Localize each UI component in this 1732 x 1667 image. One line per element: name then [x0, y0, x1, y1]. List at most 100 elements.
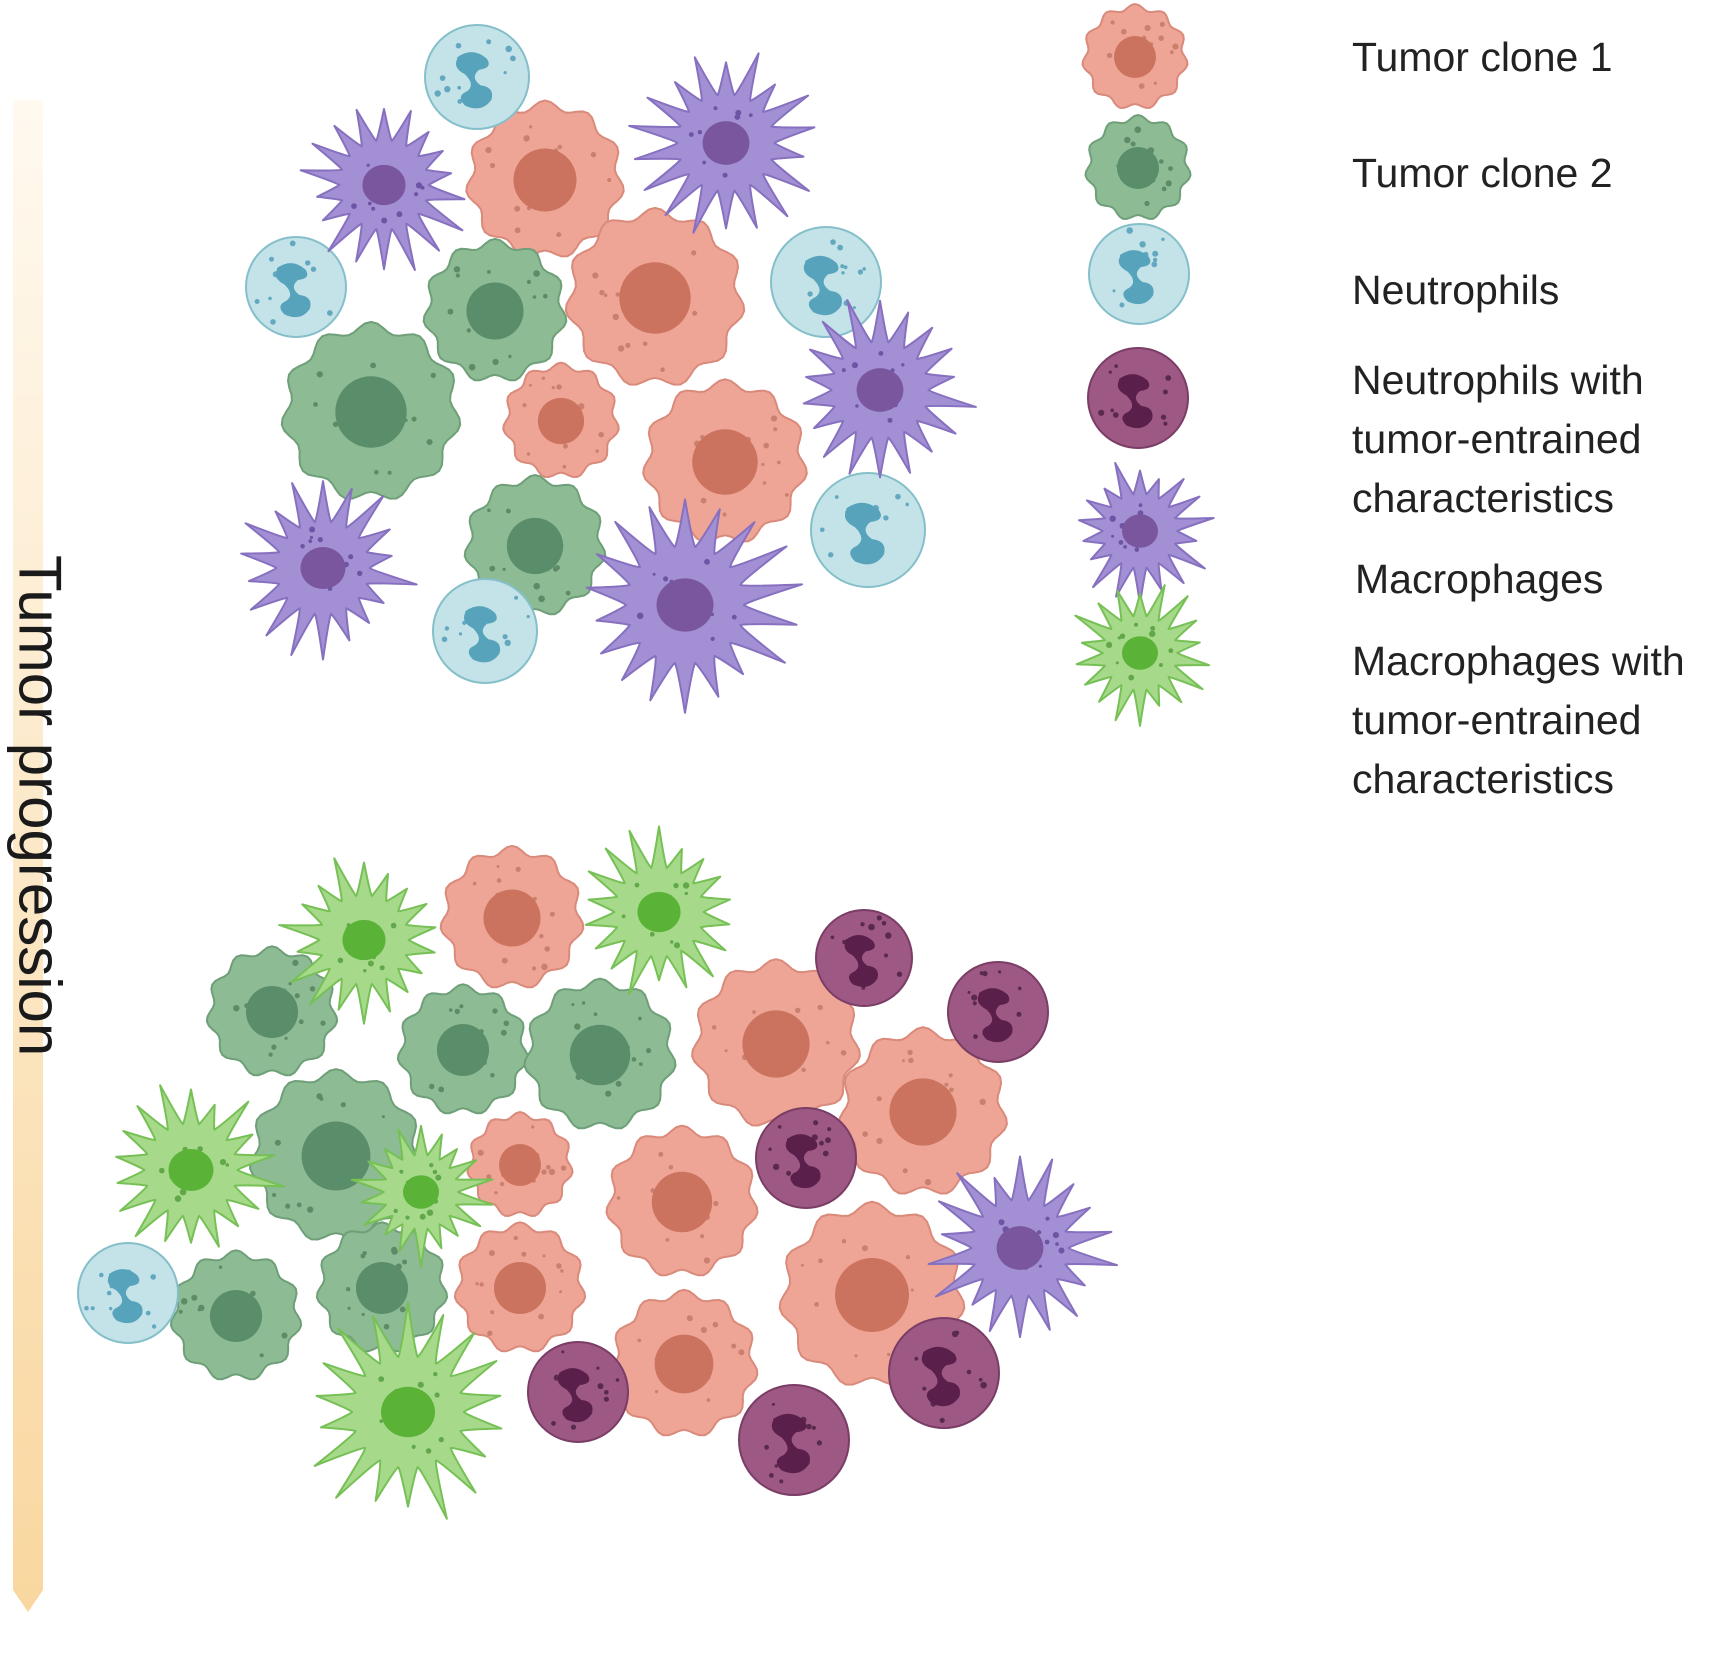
early-neutrophil-cell: [245, 236, 347, 338]
granule: [381, 217, 388, 224]
granule: [795, 1007, 801, 1013]
granule: [459, 1004, 464, 1009]
granule: [673, 942, 681, 949]
granule: [772, 1163, 780, 1171]
granule: [444, 626, 450, 631]
granule: [841, 271, 845, 275]
granule: [1144, 200, 1150, 207]
granule: [901, 363, 905, 367]
granule: [1159, 159, 1164, 164]
cell-nucleus: [537, 397, 585, 445]
granule: [504, 639, 511, 647]
legend-label-tumor-clone-2: Tumor clone 2: [1352, 150, 1613, 196]
granule: [560, 1269, 564, 1273]
granule: [379, 1419, 384, 1423]
granule: [84, 1305, 89, 1311]
granule: [616, 1196, 621, 1200]
granule: [327, 310, 333, 316]
granule: [1152, 257, 1158, 263]
granule: [528, 383, 532, 387]
granule: [309, 526, 316, 533]
late-neutrophil-te-cell: [755, 1107, 857, 1209]
granule: [151, 1324, 157, 1329]
lobed-nucleus: [275, 263, 311, 318]
late-macrophage-te-cell: [115, 1084, 286, 1248]
granule: [348, 554, 354, 560]
granule: [1139, 241, 1146, 248]
cell-membrane: [245, 236, 347, 338]
granule: [605, 1090, 612, 1097]
granule: [837, 244, 843, 251]
granule: [724, 1049, 728, 1053]
granule: [562, 464, 567, 469]
granule: [402, 1259, 408, 1265]
granule: [722, 172, 728, 178]
cell-nucleus: [301, 1121, 371, 1191]
late-macrophage-te-cell: [350, 1124, 494, 1268]
lobed-nucleus: [785, 1134, 821, 1189]
granule: [825, 1137, 831, 1144]
granule: [763, 442, 769, 449]
late-neutrophil-te-cell: [738, 1384, 850, 1496]
lobed-nucleus: [844, 502, 885, 565]
granule: [396, 211, 403, 218]
granule: [944, 1082, 949, 1087]
granule: [615, 1378, 620, 1382]
granule: [840, 264, 845, 269]
granule: [533, 270, 540, 277]
legend-label-neutrophils-te-line2: tumor-entrained: [1352, 416, 1642, 462]
granule: [748, 113, 753, 117]
granule: [340, 1102, 346, 1108]
late-tumor2-cell: [169, 1249, 303, 1381]
granule: [496, 878, 502, 883]
early-tumor1-cell: [502, 361, 620, 479]
lobed-nucleus: [771, 1413, 810, 1474]
granule: [820, 527, 825, 533]
granule: [1124, 136, 1131, 144]
granule: [776, 460, 781, 465]
granule: [505, 45, 512, 53]
cell-membrane: [527, 1341, 629, 1443]
granule: [998, 1219, 1005, 1226]
granule: [967, 990, 971, 994]
granule: [90, 1306, 95, 1311]
cell-membrane: [77, 1242, 179, 1344]
granule: [603, 1396, 610, 1402]
granule: [455, 42, 462, 49]
granule: [592, 272, 599, 279]
cell-nucleus: [637, 891, 681, 933]
granule: [438, 1086, 445, 1093]
axis-label-tumor-progression: Tumor progression: [6, 555, 74, 1057]
granule: [634, 882, 640, 888]
granule: [1109, 515, 1116, 522]
granule: [405, 1215, 410, 1220]
granule: [426, 439, 433, 445]
granule: [556, 384, 562, 390]
granule: [366, 163, 370, 167]
cell-nucleus: [209, 1289, 263, 1343]
granule: [948, 1073, 953, 1078]
granule: [487, 1330, 493, 1337]
cell-nucleus: [996, 1226, 1044, 1270]
granule: [801, 1067, 806, 1073]
granule: [489, 565, 496, 572]
granule: [700, 1326, 708, 1334]
granule: [444, 86, 451, 93]
granule: [378, 1376, 385, 1382]
granule: [777, 1125, 782, 1129]
granule: [1138, 503, 1143, 507]
granule: [663, 576, 669, 582]
granule: [597, 1383, 604, 1390]
granule: [532, 966, 537, 971]
granule: [907, 1049, 913, 1056]
granule: [259, 1353, 264, 1358]
late-neutrophil-te-cell: [888, 1317, 1000, 1429]
lobed-nucleus: [921, 1346, 960, 1407]
granule: [774, 1464, 779, 1468]
granule: [636, 612, 644, 620]
granule: [316, 1093, 323, 1100]
granule: [434, 1392, 440, 1398]
granule: [1165, 375, 1172, 381]
cell-nucleus: [654, 1334, 714, 1394]
early-macrophage-cell: [240, 480, 418, 661]
